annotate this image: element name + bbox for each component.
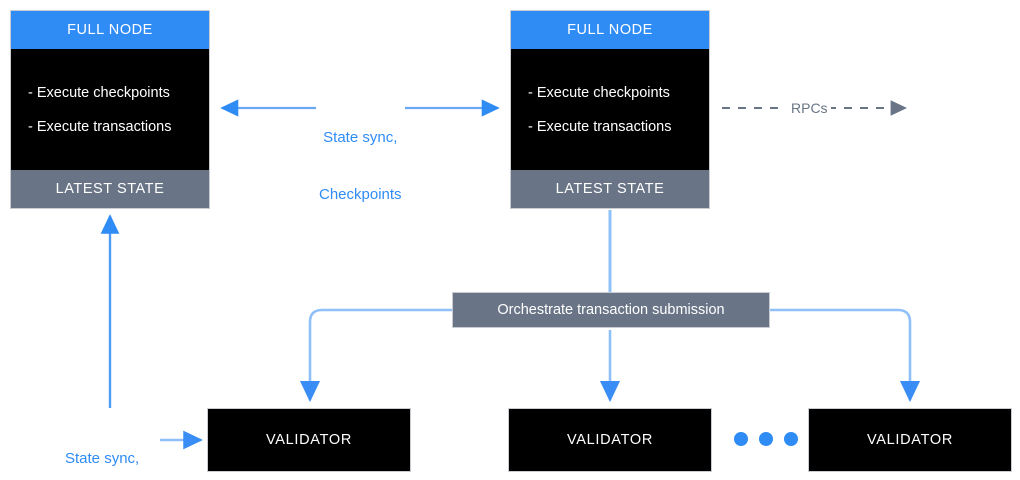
ellipsis-dot-2	[759, 432, 773, 446]
full-node-right[interactable]: FULL NODE - Execute checkpoints - Execut…	[510, 10, 710, 209]
validator-box-3[interactable]: VALIDATOR	[808, 408, 1012, 472]
full-node-right-body: - Execute checkpoints - Execute transact…	[511, 49, 709, 170]
wire-orchestrate-to-validator-3	[769, 308, 921, 403]
edge-label-state-sync-bottom-line1: State sync,	[65, 450, 140, 467]
orchestrate-transaction-submission-bar[interactable]: Orchestrate transaction submission	[452, 292, 770, 328]
validator-label-1: VALIDATOR	[265, 432, 353, 448]
edge-label-rpcs: RPCs	[788, 99, 831, 118]
ellipsis-dot-1	[734, 432, 748, 446]
full-node-right-capability-2: - Execute transactions	[528, 118, 672, 135]
wire-orchestrate-to-validator-1	[299, 308, 452, 403]
full-node-left-capability-2: - Execute transactions	[28, 118, 172, 135]
full-node-right-capability-1: - Execute checkpoints	[528, 84, 670, 101]
orchestrate-label: Orchestrate transaction submission	[497, 302, 725, 318]
ellipsis-dot-3	[784, 432, 798, 446]
full-node-right-latest-state: LATEST STATE	[511, 170, 709, 208]
validator-box-1[interactable]: VALIDATOR	[207, 408, 411, 472]
validator-box-2[interactable]: VALIDATOR	[508, 408, 712, 472]
full-node-left-latest-state: LATEST STATE	[11, 170, 209, 208]
edge-label-state-sync-top-line2: Checkpoints	[319, 186, 402, 203]
edge-label-state-sync-bottom: State sync, Checkpoints	[62, 411, 151, 480]
edge-label-state-sync-top-line1: State sync,	[323, 129, 398, 146]
edge-label-state-sync-top: State sync, Checkpoints	[316, 90, 405, 242]
full-node-left-capability-1: - Execute checkpoints	[28, 84, 170, 101]
full-node-right-header: FULL NODE	[511, 11, 709, 49]
full-node-left[interactable]: FULL NODE - Execute checkpoints - Execut…	[10, 10, 210, 209]
validator-label-3: VALIDATOR	[866, 432, 954, 448]
more-validators-ellipsis-icon	[734, 432, 798, 446]
full-node-left-header: FULL NODE	[11, 11, 209, 49]
validator-label-2: VALIDATOR	[566, 432, 654, 448]
full-node-left-body: - Execute checkpoints - Execute transact…	[11, 49, 209, 170]
